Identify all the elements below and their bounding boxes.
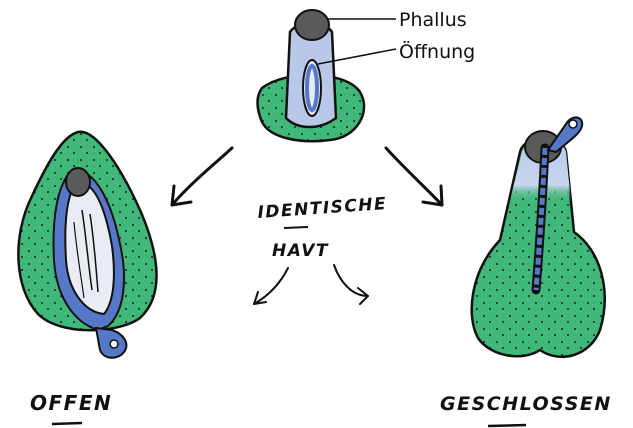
small-arrow-right	[334, 265, 368, 304]
open-label: OFFEN	[30, 391, 112, 415]
identical-skin-line2: HAVT	[272, 241, 329, 261]
open-figure	[18, 132, 156, 358]
open-underline	[52, 423, 82, 424]
phallus-label: Phallus	[399, 9, 467, 31]
closed-label: GESCHLOSSEN	[440, 393, 612, 415]
top-phallus-tip	[295, 10, 329, 40]
arrow-to-closed	[386, 148, 442, 205]
small-arrow-left	[254, 268, 288, 304]
undifferentiated-figure	[258, 10, 397, 141]
closed-underline	[488, 425, 526, 426]
arrow-to-open	[172, 148, 232, 205]
closed-figure	[472, 117, 605, 356]
opening-label: Öffnung	[399, 40, 475, 63]
open-phallus-tip	[66, 168, 90, 196]
identical-skin-line1: IDENTISCHE	[257, 194, 388, 223]
identical-skin-underline	[284, 227, 308, 228]
